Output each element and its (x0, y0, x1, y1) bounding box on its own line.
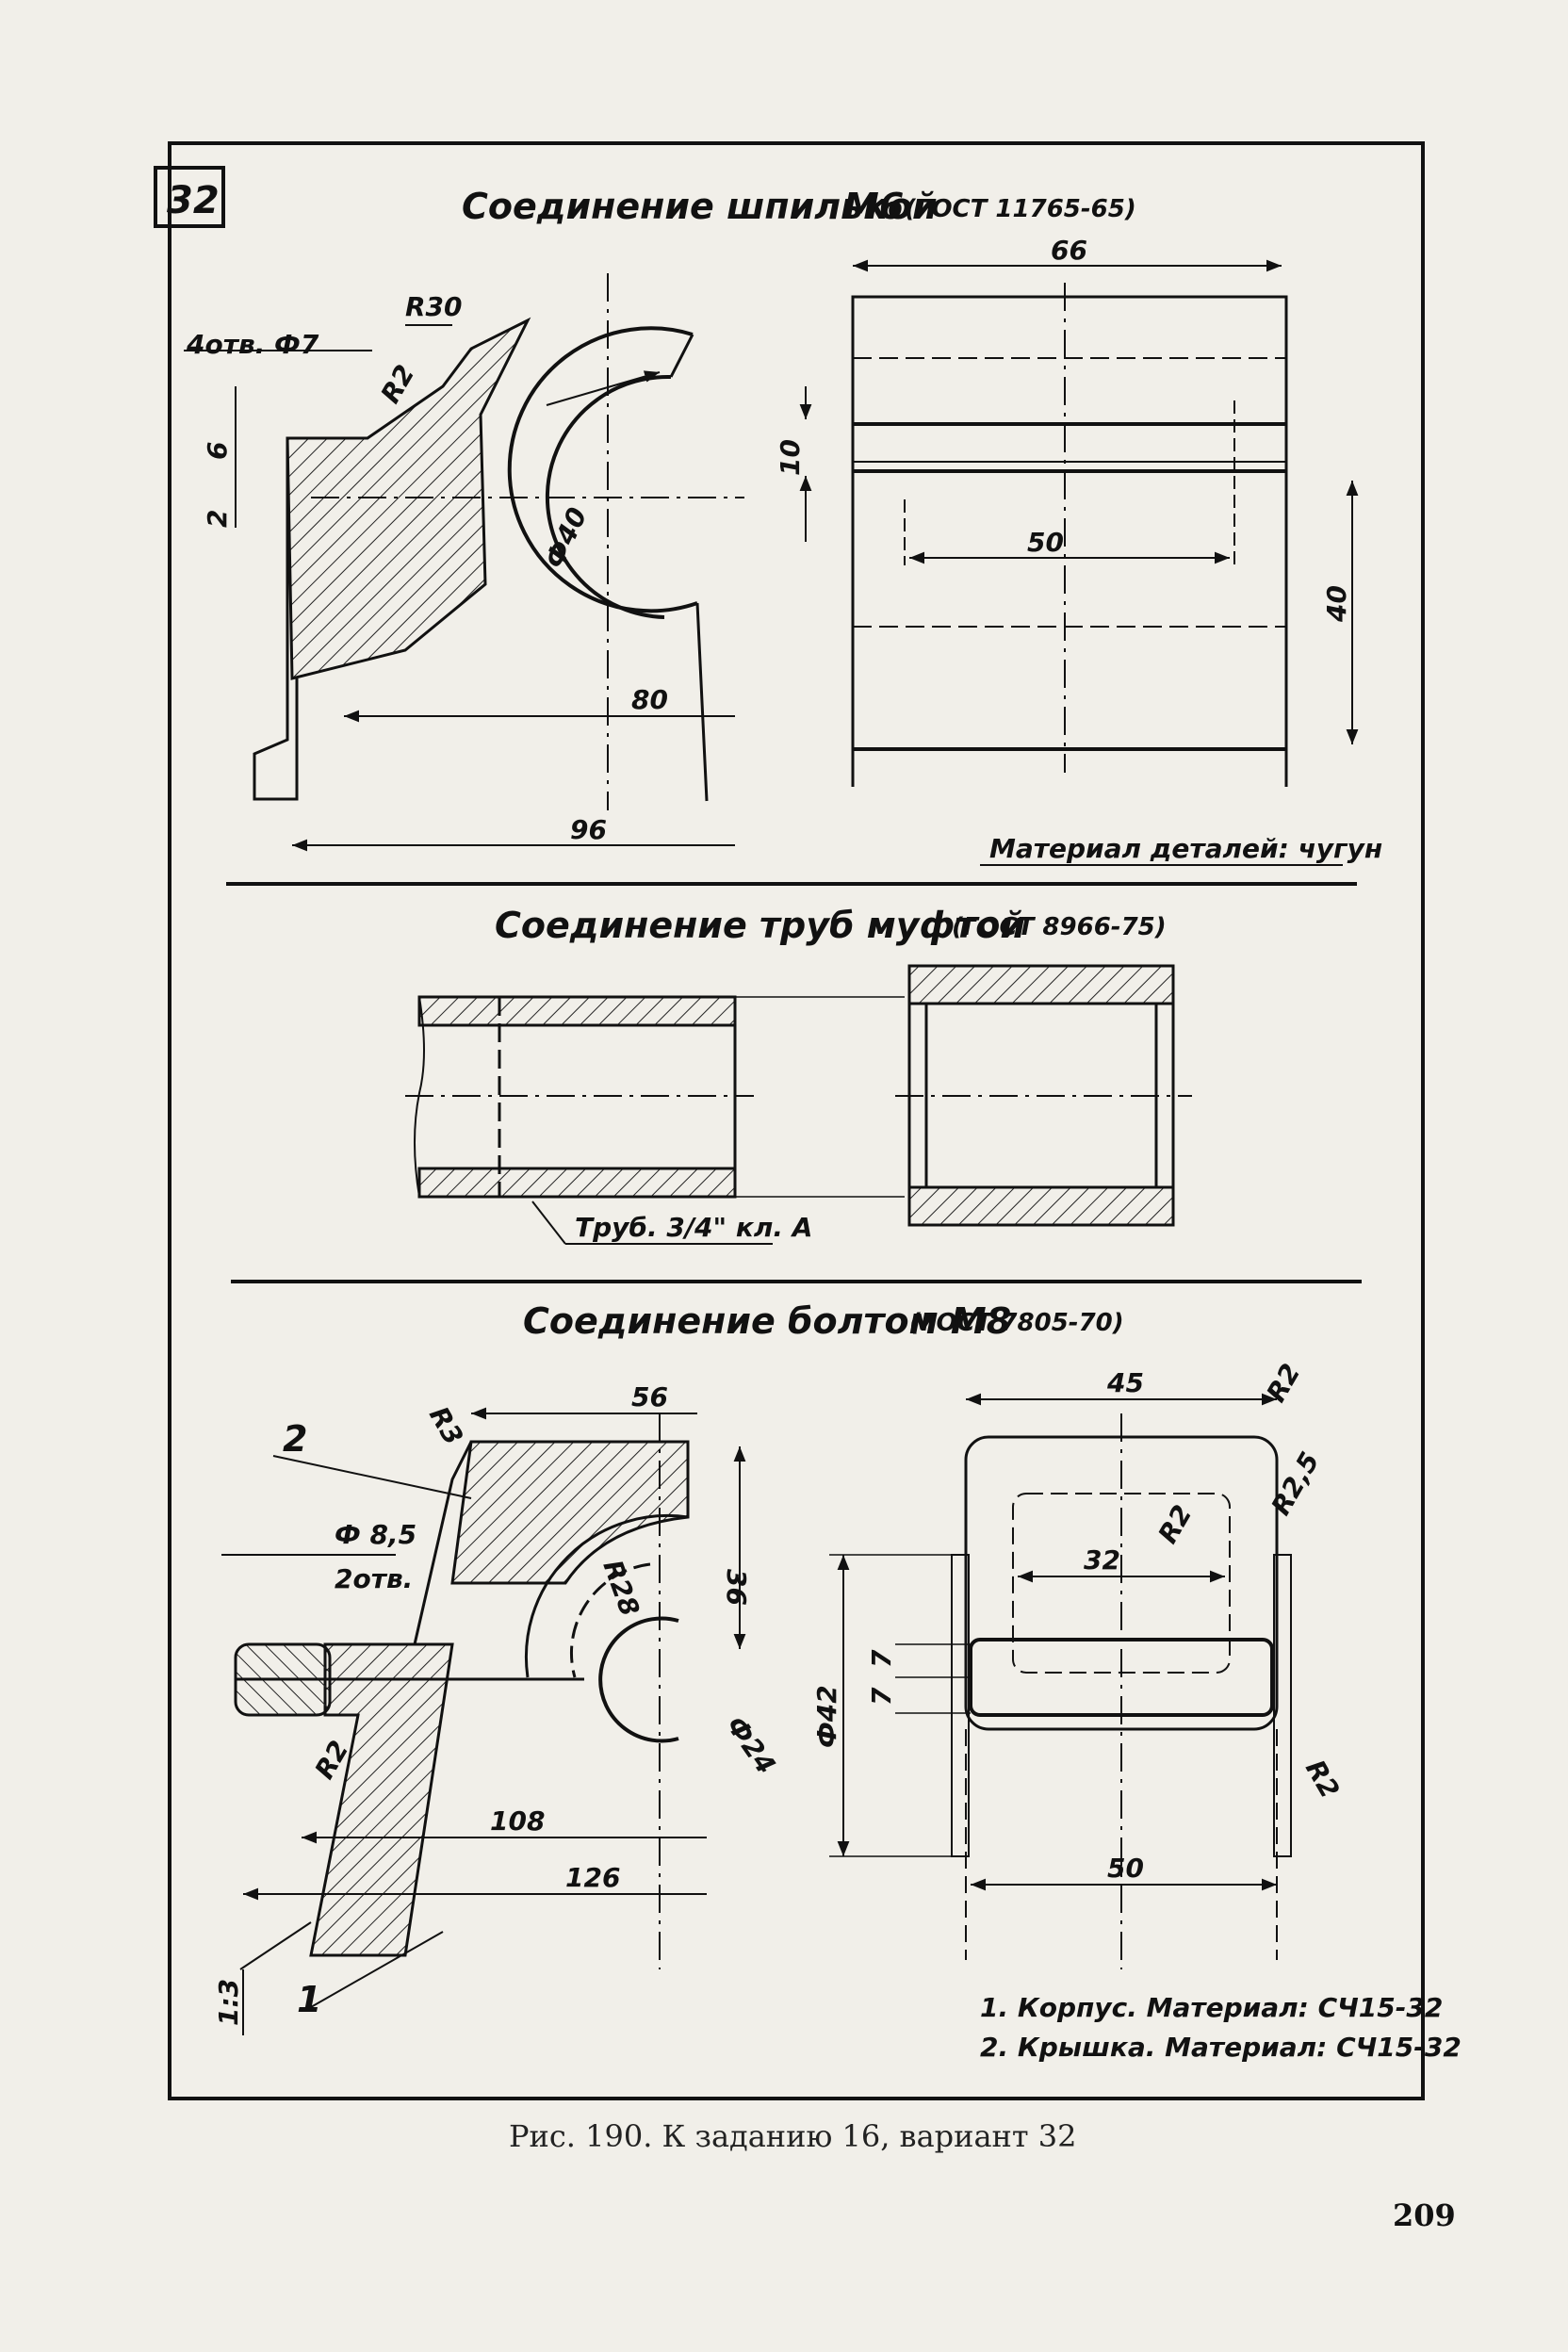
section1-thread: М6 (843, 186, 904, 227)
dim-phi42: Ф42 (811, 1685, 842, 1748)
section3-title: Соединение болтом М8 (523, 1300, 1011, 1342)
variant-box (154, 166, 225, 228)
dim-2: 2 (202, 510, 233, 528)
parts-list-item-2: 2. Крышка. Материал: СЧ15-32 (980, 2032, 1462, 2063)
bolt-front-view (221, 1407, 746, 2035)
section-bolt-connection: Соединение болтом М8 (ГОСТ 7805-70) R3 5… (213, 1300, 1462, 2063)
section1-gost: (ГОСТ 11765-65) (905, 195, 1136, 223)
part-label-2: 2 (283, 1418, 307, 1460)
dim-slope: 1:3 (213, 1979, 244, 2026)
variant-number: 32 (167, 179, 220, 222)
dim-r30: R30 (405, 291, 463, 322)
dim-66: 66 (1051, 235, 1087, 266)
dim-phi85: Ф 8,5 (335, 1519, 416, 1550)
pipe-view (405, 995, 905, 1245)
dim-32: 32 (1084, 1544, 1120, 1576)
stud-front-view (184, 273, 744, 852)
dim-56: 56 (631, 1381, 668, 1413)
dim-holes: 4отв. Ф7 (186, 329, 319, 360)
dim-50-bottom: 50 (1107, 1853, 1144, 1884)
dim-phi24: Ф24 (720, 1710, 781, 1780)
section-pipe-coupling: Соединение труб муфтой (ГОСТ 8966-75) Тр… (405, 905, 1192, 1245)
dim-96: 96 (570, 814, 607, 845)
dim-45: 45 (1106, 1367, 1144, 1398)
pipe-label: Труб. 3/4" кл. А (575, 1212, 812, 1243)
bolt-side-view (829, 1393, 1292, 1969)
dim-36: 36 (721, 1569, 752, 1606)
stud-side-view (799, 259, 1359, 787)
parts-list-item-1: 1. Корпус. Материал: СЧ15-32 (980, 1992, 1443, 2023)
page-number: 209 (1393, 2197, 1456, 2233)
dim-7b: 7 (866, 1687, 897, 1706)
dim-7a: 7 (866, 1649, 897, 1668)
dim-108: 108 (490, 1805, 545, 1837)
dim-r2-c: R2 (1299, 1755, 1346, 1804)
section-stud-connection: Соединение шпилькой М6 (ГОСТ 11765-65) 4… (184, 186, 1382, 866)
dim-10: 10 (775, 439, 806, 476)
section2-gost: (ГОСТ 8966-75) (952, 913, 1167, 941)
dim-r3: R3 (423, 1401, 469, 1450)
dim-50-top: 50 (1027, 527, 1064, 558)
figure-caption: Рис. 190. К заданию 16, вариант 32 (509, 2118, 1076, 2154)
section1-title: Соединение шпилькой (462, 186, 938, 227)
dim-r2-b: R2 (1152, 1499, 1198, 1548)
dim-126: 126 (565, 1862, 620, 1893)
frame-border (168, 141, 1425, 2100)
dim-6: 6 (202, 442, 233, 460)
part-label-1: 1 (297, 1979, 321, 2020)
dim-r2: R2 (374, 359, 420, 408)
coupling-view (895, 964, 1192, 1227)
material-note: Материал деталей: чугун (989, 833, 1382, 864)
section3-gost: (ГОСТ 7805-70) (909, 1309, 1124, 1337)
dim-r25: R2,5 (1265, 1446, 1325, 1520)
section2-title: Соединение труб муфтой (495, 905, 1025, 946)
dim-40: 40 (1321, 585, 1352, 623)
dim-80: 80 (631, 684, 668, 715)
dim-holes2: 2отв. (335, 1563, 413, 1594)
